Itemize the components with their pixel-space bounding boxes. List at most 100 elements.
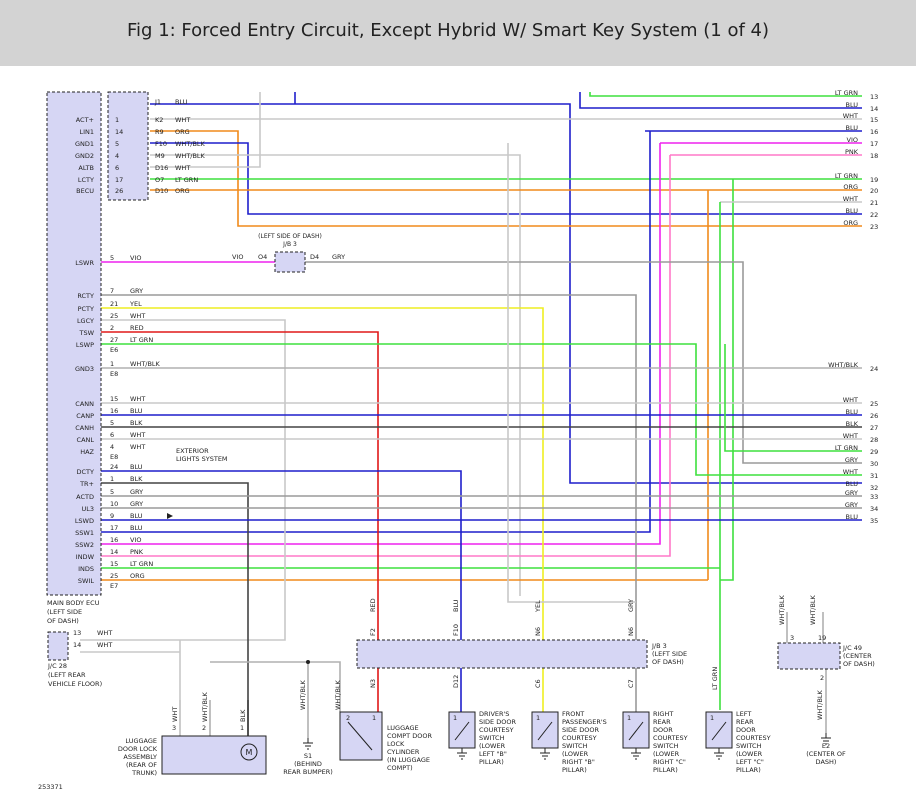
ground-s1-label: S1 [304,752,312,760]
switch-line [454,721,470,741]
component-label: (LOWER [479,742,506,750]
ecu-wire-color: LT GRN [130,560,153,568]
ecu-connector-id: F10 [155,140,167,148]
component-label: RIGHT "C" [653,758,686,766]
ecu-pin-name: SSW1 [75,529,94,537]
right-ref-number: 32 [870,484,878,492]
ground-s1-label: REAR BUMPER) [283,768,333,776]
component-label: COURTESY [562,734,597,742]
ltgrn-label: LT GRN [711,667,719,690]
ecu-wire-color: BLU [130,407,143,415]
ecu-wire-color: BLU [175,98,188,106]
right-ref-number: 28 [870,436,878,444]
arrow-icon [167,513,173,519]
right-ref-number: 22 [870,211,878,219]
exterior-note: EXTERIOR [176,447,209,455]
figure-header: Fig 1: Forced Entry Circuit, Except Hybr… [0,0,916,66]
wire-lgcy-wht [101,319,286,641]
ecu-pin-name: TSW [78,329,94,337]
wire-lswp-ltgrn [101,343,862,476]
ecu-connector-block [107,91,149,201]
ecu-wire-color: LT GRN [130,336,153,344]
ecu-connector-id: D10 [155,187,168,195]
jc28-color: WHT [97,641,112,649]
component-label: SIDE DOOR [562,726,599,734]
component-label: COMPT DOOR [387,732,432,740]
ground-s1-label: (BEHIND [294,760,322,768]
component-label: REAR [653,718,671,726]
ecu-pin-name: GND2 [75,152,94,160]
jb3-top-color: GRY [627,599,635,612]
component-label: COURTESY [653,734,688,742]
exterior-note: LIGHTS SYSTEM [176,455,228,463]
component-label: LUGGAGE [387,724,419,732]
right-ref-number: 33 [870,493,878,501]
jb3-top-color: BLU [452,599,460,612]
right-ref-number: 13 [870,93,878,101]
jc49-bottom-pin: 2 [820,674,824,682]
component-label: (IN LUGGAGE [387,756,430,764]
ecu-pin-number: 1 [110,360,114,368]
ecu-connector-id: R9 [155,128,164,136]
wire-tsw-red [101,331,379,640]
ecu-connector-id: E8 [110,453,118,461]
wire-j1-blu [150,103,862,484]
component-label: DOOR [736,726,756,734]
ecu-pin-number: 1 [115,116,119,124]
ecu-pin-name: SWIL [78,577,94,585]
jb3-top-color: YEL [534,600,542,613]
right-ref-color: WHT [843,112,858,120]
ecu-pin-name: ACT+ [76,116,94,124]
component-label: (LOWER [653,750,680,758]
wire-label: WHT/BLK [299,679,307,710]
switch-line [628,721,644,741]
ecu-pin-name: LGCY [77,317,94,325]
ecu-pin-number: 17 [115,176,123,184]
ecu-pin-number: 9 [110,512,114,520]
component-label: SWITCH [653,742,679,750]
wire-ssw1-blu [101,131,651,533]
right-ref-color: BLU [845,513,858,521]
component-pin: 1 [240,724,244,732]
jc49-color: WHT/BLK [809,594,817,625]
wire-s1 [210,661,309,738]
right-ref-number: 34 [870,505,878,513]
component-pin: 1 [536,714,540,722]
ecu-wire-color: WHT [130,431,145,439]
ecu-wire-color: WHT [130,443,145,451]
ecu-pin-name: INDS [78,565,94,573]
ecu-pin-number: 15 [110,560,118,568]
right-ref-number: 29 [870,448,878,456]
jb3-bottom-label: J/B 3 [651,642,667,650]
ecu-pin-name: HAZ [80,448,94,456]
jc28-pin: 14 [73,641,81,649]
jb3-bottom-pin: D12 [452,675,460,688]
ecu-pin-name: SSW2 [75,541,94,549]
component-label: SWITCH [479,734,505,742]
component-label: LEFT "C" [736,758,764,766]
ecu-pin-number: 6 [110,431,114,439]
ecu-pin-number: 17 [110,524,118,532]
component-label: TRUNK) [131,769,157,777]
right-ref-number: 31 [870,472,878,480]
ecu-connector-id: D16 [155,164,168,172]
ecu-pin-number: 2 [110,324,114,332]
component-label: COURTESY [479,726,514,734]
jb3-top-pin: F2 [369,628,377,636]
ecu-connector-id: J1 [154,98,161,106]
wire-rcty-gry [101,294,637,640]
ecu-pin-number: 25 [110,572,118,580]
jb3-top-pin: N6 [534,627,542,636]
jb3-small-label: (LEFT SIDE OF DASH) [258,233,322,240]
right-ref-number: 16 [870,128,878,136]
ecu-wire-color: BLU [130,463,143,471]
ecu-pin-name: LSWR [75,259,94,267]
ecu-pin-number: 4 [110,443,114,451]
right-ref-number: 27 [870,424,878,432]
right-ref-color: ORG [843,183,858,191]
ecu-pin-number: 14 [110,548,118,556]
jb3-small-pin: O4 [258,253,267,261]
jb3-bottom-pin: C6 [534,679,542,688]
wire-label: WHT/BLK [334,679,342,710]
